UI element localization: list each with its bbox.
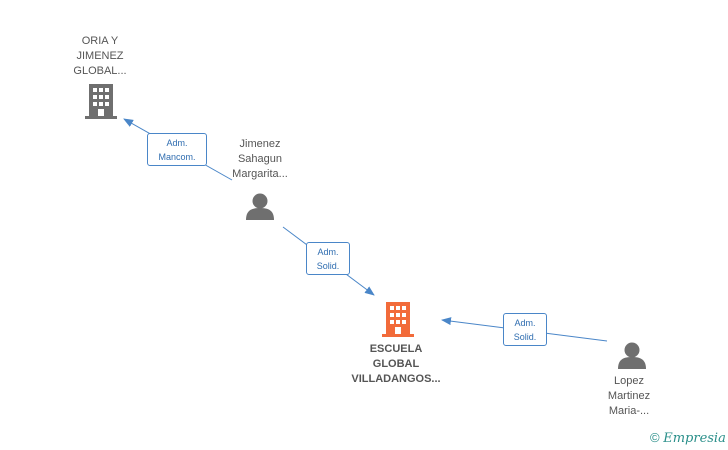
copyright-symbol: © — [650, 430, 660, 445]
edge-label-adm-mancom[interactable]: Adm. Mancom. — [147, 133, 207, 166]
edge-label-adm-solid[interactable]: Adm. Solid. — [306, 242, 350, 275]
person-icon[interactable] — [245, 192, 275, 220]
node-label-oria: ORIA Y JIMENEZ GLOBAL... — [73, 35, 127, 77]
node-label-escuela: ESCUELA GLOBAL VILLADANGOS... — [351, 343, 441, 385]
brand-name: Empresia — [663, 431, 726, 446]
node-label-jimenez: Jimenez Sahagun Margarita... — [232, 138, 288, 180]
edge-label-adm-solid[interactable]: Adm. Solid. — [503, 313, 547, 346]
person-icon[interactable] — [617, 341, 647, 369]
node-label-lopez: Lopez Martinez Maria-... — [607, 375, 651, 417]
empresia-watermark: © Empresia — [650, 430, 726, 446]
building-icon[interactable] — [382, 302, 414, 338]
building-icon[interactable] — [85, 84, 117, 120]
